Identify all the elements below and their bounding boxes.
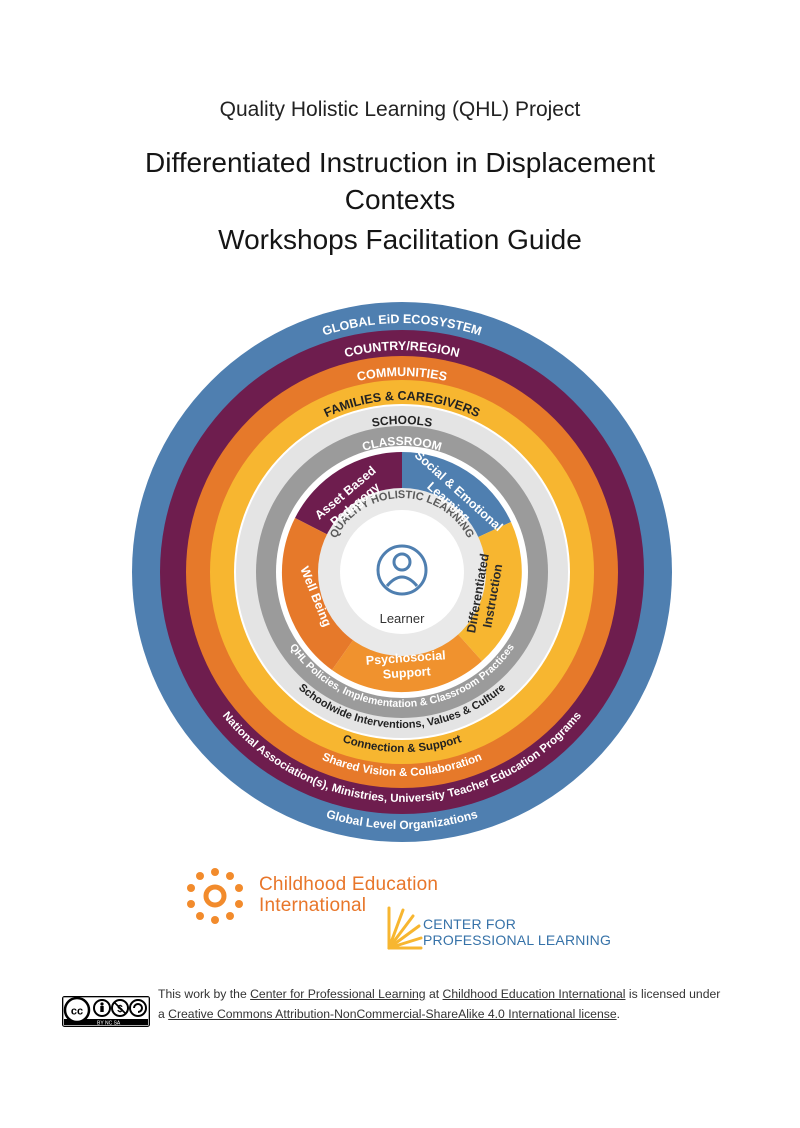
qhl-ecosystem-diagram: Learner GLOBAL EiD ECOSYSTEM COUNTRY/REG…	[130, 300, 674, 844]
sunburst-icon	[387, 906, 423, 950]
license-text-part-3: is licensed under a	[158, 987, 721, 1021]
person-icon	[376, 544, 428, 596]
svg-text:BY NC SA: BY NC SA	[97, 1021, 121, 1027]
license-text: This work by the Center for Professional…	[158, 984, 728, 1024]
svg-text:COMMUNITIES: COMMUNITIES	[356, 365, 449, 384]
svg-text:$: $	[117, 1004, 123, 1015]
svg-text:cc: cc	[71, 1006, 83, 1018]
cc-by-nc-sa-icon[interactable]: cc $ BY NC SA	[62, 996, 150, 1027]
cei-link[interactable]: Childhood Education International	[442, 987, 626, 1001]
document-subtitle: Workshops Facilitation Guide	[218, 224, 582, 255]
cpl-link[interactable]: Center for Professional Learning	[250, 987, 426, 1001]
learner-label: Learner	[380, 611, 425, 626]
cpl-logo-line-2: PROFESSIONAL LEARNING	[423, 932, 612, 948]
segment-social-emotional-learning	[402, 452, 511, 544]
document-title: Differentiated Instruction in Displaceme…	[100, 144, 700, 218]
sun-icon	[187, 868, 243, 924]
license-text-part-2: at	[425, 987, 443, 1001]
cpl-logo-line-1: CENTER FOR	[423, 916, 516, 932]
svg-text:SCHOOLS: SCHOOLS	[371, 413, 434, 430]
segment-asset-based-pedagogy	[295, 452, 402, 542]
license-block: cc $ BY NC SA This work by the Center fo…	[62, 984, 732, 1044]
license-text-part-4: .	[616, 1007, 620, 1021]
license-text-part-1: This work by the	[158, 987, 251, 1001]
svg-text:COUNTRY/REGION: COUNTRY/REGION	[343, 339, 461, 360]
license-link[interactable]: Creative Commons Attribution-NonCommerci…	[168, 1007, 617, 1021]
segment-label-psy-1: Psychosocial	[365, 648, 446, 668]
ring-label-country: COUNTRY/REGION	[343, 339, 461, 360]
document-title-line-2: Contexts	[344, 184, 456, 215]
ring-label-communities: COMMUNITIES	[356, 365, 449, 384]
cei-logo-line-2: International	[259, 895, 367, 916]
cei-logo-line-1: Childhood Education	[259, 874, 439, 895]
cpl-logo: CENTER FOR PROFESSIONAL LEARNING	[385, 902, 625, 954]
learner-circle	[340, 510, 464, 634]
ring-label-schools: SCHOOLS	[371, 413, 434, 430]
document-title-line-1: Differentiated Instruction in Displaceme…	[145, 147, 655, 178]
segment-label-psy-2: Support	[382, 664, 432, 681]
cei-logo: Childhood Education International	[183, 866, 463, 924]
project-title: Quality Holistic Learning (QHL) Project	[219, 98, 581, 121]
